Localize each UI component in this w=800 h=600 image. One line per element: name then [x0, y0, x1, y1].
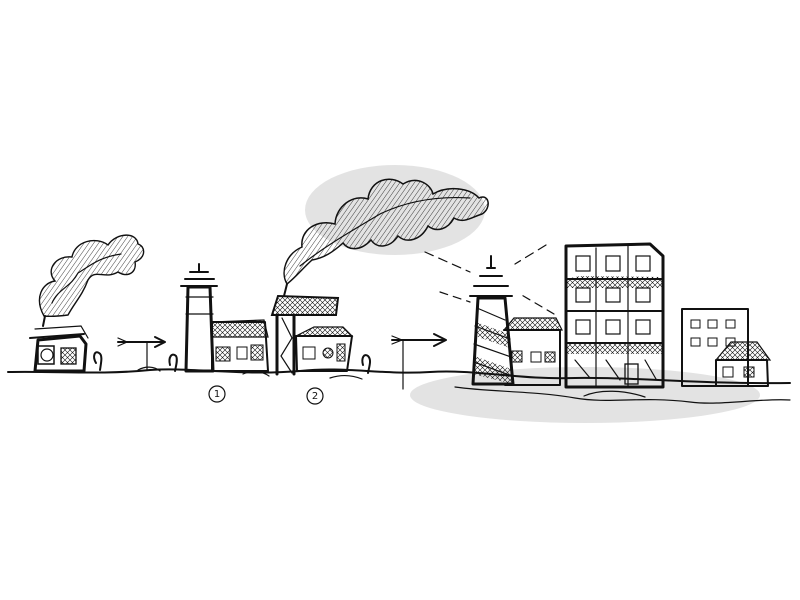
stage-marker-2-label: 2	[312, 391, 318, 402]
far-right-building	[681, 308, 772, 387]
stage-2-buildings	[270, 283, 372, 376]
left-factory-house	[29, 315, 89, 373]
arrow-center-head	[433, 333, 447, 347]
perspective-dash-2	[514, 244, 547, 265]
left-smoke	[38, 234, 145, 318]
ground-mark-stage1	[242, 370, 270, 377]
stage-marker-2: 2	[306, 387, 324, 405]
ground-mark-building	[583, 390, 646, 398]
arrow-center-tail	[391, 335, 404, 345]
arrow-left-head	[154, 336, 166, 348]
perspective-dash-3	[439, 291, 471, 303]
stage-1-buildings	[168, 263, 269, 373]
person-left	[93, 351, 103, 371]
center-smoke	[283, 178, 489, 286]
stage-marker-1: 1	[208, 385, 226, 403]
perspective-dash-4	[519, 293, 555, 315]
ground-scribble	[454, 386, 791, 404]
arrow-left-tail	[117, 337, 129, 347]
ground-mark-left	[137, 366, 161, 372]
perspective-dash-1	[424, 251, 471, 273]
ground-mark-stage2	[329, 374, 363, 380]
stage-marker-1-label: 1	[214, 389, 220, 400]
right-lighthouse	[469, 255, 563, 386]
right-apartment-building	[564, 242, 665, 389]
